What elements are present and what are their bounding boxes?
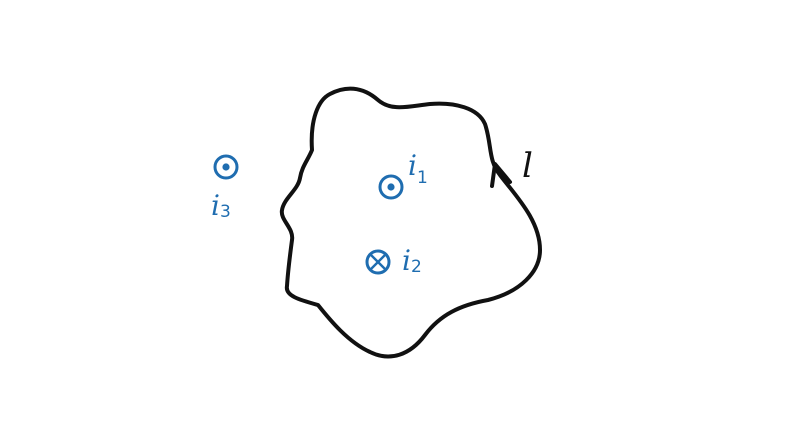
current-i3: i3: [211, 154, 239, 222]
current-i3-subscript: 3: [220, 202, 231, 222]
loop-label: l: [522, 146, 533, 186]
current-i1: i1: [378, 149, 428, 200]
current-i2-symbol: i: [402, 244, 411, 277]
cross-in-circle-icon: [365, 249, 391, 275]
current-i1-dot: [387, 183, 395, 191]
dot-in-circle-icon: [213, 154, 239, 180]
current-i1-subscript: 1: [417, 168, 428, 188]
current-i1-symbol: i: [408, 149, 417, 182]
current-i2: i2: [365, 244, 422, 277]
current-i2-label: i2: [402, 244, 422, 277]
dot-in-circle-icon: [378, 174, 404, 200]
current-i1-label: i1: [408, 149, 428, 188]
loop-direction-arrow-icon: [490, 162, 512, 188]
current-i3-symbol: i: [211, 189, 220, 222]
amperian-loop: [279, 86, 542, 359]
current-i2-cross-b: [369, 253, 387, 271]
current-i2-subscript: 2: [411, 257, 422, 277]
current-i3-dot: [222, 163, 230, 171]
current-i3-label: i3: [211, 189, 231, 222]
